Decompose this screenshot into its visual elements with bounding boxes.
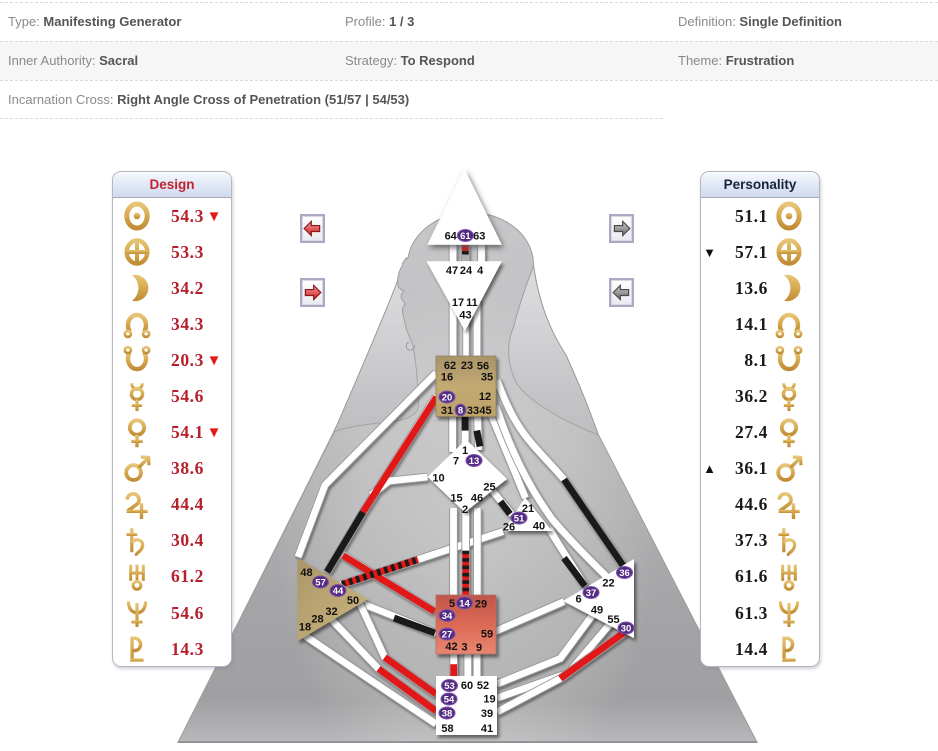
- svg-text:7: 7: [453, 456, 459, 468]
- svg-text:21: 21: [522, 503, 534, 515]
- svg-text:2: 2: [462, 504, 468, 516]
- svg-text:12: 12: [479, 391, 491, 403]
- svg-text:4: 4: [477, 265, 484, 277]
- svg-text:63: 63: [473, 231, 485, 243]
- svg-text:18: 18: [299, 622, 311, 634]
- svg-text:62: 62: [444, 360, 456, 372]
- svg-text:40: 40: [533, 521, 545, 533]
- svg-text:47: 47: [446, 265, 458, 277]
- svg-text:5: 5: [449, 598, 455, 610]
- svg-text:58: 58: [441, 723, 453, 735]
- svg-text:49: 49: [591, 605, 603, 617]
- svg-text:38: 38: [442, 708, 453, 719]
- svg-text:8: 8: [458, 405, 463, 416]
- svg-text:51: 51: [514, 513, 525, 524]
- svg-text:48: 48: [300, 567, 312, 579]
- svg-text:60: 60: [461, 680, 473, 692]
- svg-text:55: 55: [607, 614, 619, 626]
- svg-text:36: 36: [619, 568, 630, 579]
- svg-text:61: 61: [460, 231, 471, 242]
- svg-text:28: 28: [311, 614, 323, 626]
- svg-text:11: 11: [466, 297, 478, 309]
- svg-text:10: 10: [432, 473, 444, 485]
- svg-text:25: 25: [483, 482, 495, 494]
- svg-text:6: 6: [575, 594, 581, 606]
- svg-text:1: 1: [462, 445, 468, 457]
- svg-text:29: 29: [475, 599, 487, 611]
- svg-text:35: 35: [481, 372, 493, 384]
- svg-text:22: 22: [602, 578, 614, 590]
- svg-text:23: 23: [461, 360, 473, 372]
- svg-text:17: 17: [452, 297, 464, 309]
- svg-text:20: 20: [442, 392, 453, 403]
- svg-text:42: 42: [445, 641, 457, 653]
- svg-text:16: 16: [441, 372, 453, 384]
- svg-text:57: 57: [315, 577, 326, 588]
- svg-text:41: 41: [481, 723, 493, 735]
- svg-text:54: 54: [444, 694, 455, 705]
- svg-text:45: 45: [479, 405, 491, 417]
- svg-text:56: 56: [477, 361, 489, 373]
- svg-text:50: 50: [347, 595, 359, 607]
- svg-text:44: 44: [333, 586, 344, 597]
- svg-text:39: 39: [481, 708, 493, 720]
- svg-text:3: 3: [461, 642, 467, 654]
- svg-text:27: 27: [442, 629, 453, 640]
- svg-text:30: 30: [621, 623, 632, 634]
- svg-text:33: 33: [467, 405, 479, 417]
- svg-text:43: 43: [459, 310, 471, 322]
- svg-text:37: 37: [586, 588, 597, 599]
- svg-text:34: 34: [442, 611, 453, 622]
- svg-text:13: 13: [469, 456, 480, 467]
- svg-text:19: 19: [483, 694, 495, 706]
- svg-text:59: 59: [481, 629, 493, 641]
- svg-text:52: 52: [477, 680, 489, 692]
- svg-text:46: 46: [471, 493, 483, 505]
- svg-text:15: 15: [450, 493, 462, 505]
- svg-text:31: 31: [441, 405, 453, 417]
- svg-text:53: 53: [444, 681, 455, 692]
- svg-text:32: 32: [325, 606, 337, 618]
- svg-text:9: 9: [476, 642, 482, 654]
- svg-text:26: 26: [503, 522, 515, 534]
- svg-text:14: 14: [459, 598, 470, 609]
- svg-text:24: 24: [460, 265, 473, 277]
- svg-text:64: 64: [445, 231, 458, 243]
